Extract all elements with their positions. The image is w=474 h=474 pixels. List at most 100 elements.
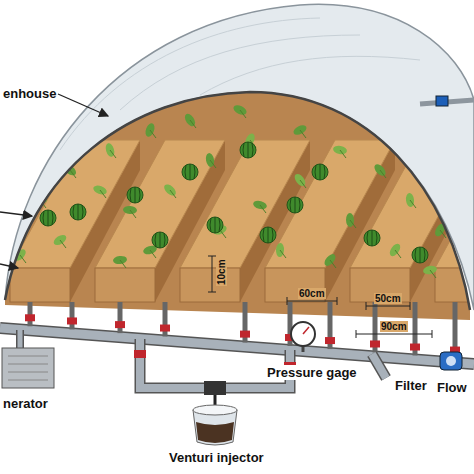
leader-line [58,94,108,116]
filter [372,354,386,378]
lateral-pipe [28,302,33,326]
interior [0,80,474,320]
leaf [162,182,178,197]
vine [220,230,226,238]
leaf [104,142,116,158]
part-label: Filter [394,378,428,393]
valve [67,317,77,324]
watermelon [70,204,86,220]
valve [160,325,170,332]
vine [300,130,306,138]
bed-front [95,268,155,302]
valve [410,344,420,351]
leader-line [0,264,18,268]
vine [340,150,346,158]
vine [190,120,196,128]
vine [60,240,66,248]
melon-stripe [415,247,425,263]
valve [134,350,146,358]
watermelon [260,227,276,243]
melon-stripe [155,232,165,248]
part-label: nerator [2,396,49,411]
bed-top [350,140,474,268]
valve [325,337,335,344]
watermelon [207,217,223,233]
leaf [52,233,68,247]
melon-stripe [263,227,273,243]
generator-box [2,348,54,388]
part-label: Flow [436,380,468,395]
melon-stripe [290,197,300,213]
leaf [183,112,197,128]
valve [370,340,380,347]
dimension-label: 10cm [216,258,227,286]
part-label: Venturi injector [168,450,265,465]
melon-stripe [315,164,325,180]
vine [330,260,336,268]
lateral-pipe [70,302,75,329]
vine [410,200,416,208]
bed-front [180,268,240,302]
leaf [388,242,403,258]
bed-front [265,268,325,302]
leaf [372,162,387,178]
watermelon [412,247,428,263]
vine [170,190,176,198]
watermelon [182,164,198,180]
main-pipe [0,328,474,364]
vine [400,150,406,158]
melon-stripe [367,230,377,246]
watermelon [287,197,303,213]
vine [395,250,401,258]
vine [280,250,286,258]
part-label: enhouse [2,86,57,101]
valve [436,96,448,106]
vine [350,220,356,228]
lateral-pipe [118,302,123,333]
vine [130,210,136,218]
melon-stripe [73,204,83,220]
vine [20,255,26,263]
valve [240,331,250,338]
melon-stripe [210,217,220,233]
main-pipe [0,328,474,364]
watermelon [152,232,168,248]
dimension-label: 90cm [380,321,408,332]
leaf [144,122,156,138]
valve [115,321,125,328]
melon-stripe [185,164,195,180]
watermelon [240,142,256,158]
vine [260,205,266,213]
leaf [322,252,337,268]
vine [150,250,156,258]
vine [430,270,436,278]
vine [380,170,386,178]
vine [70,170,76,178]
melon-stripe [43,210,53,226]
bed-front [10,268,70,302]
valve [25,314,35,321]
vine [210,160,216,168]
dimension-label: 50cm [374,293,402,304]
melon-stripe [130,187,140,203]
vine [440,230,446,238]
bypass-pipe [140,339,290,388]
vine [110,150,116,158]
flowmeter [440,352,462,370]
watermelon [40,210,56,226]
melon-stripe [243,142,253,158]
watermelon [312,164,328,180]
watermelon [364,230,380,246]
part-label: Pressure gage [266,365,358,380]
leaf [205,152,216,167]
dimension-label: 60cm [298,288,326,299]
vine [300,180,306,188]
venturi-tee [204,381,226,395]
vine [240,110,246,118]
leader-line [0,212,32,216]
vine [120,260,126,268]
dimension-line [208,256,216,292]
vine [100,190,106,198]
